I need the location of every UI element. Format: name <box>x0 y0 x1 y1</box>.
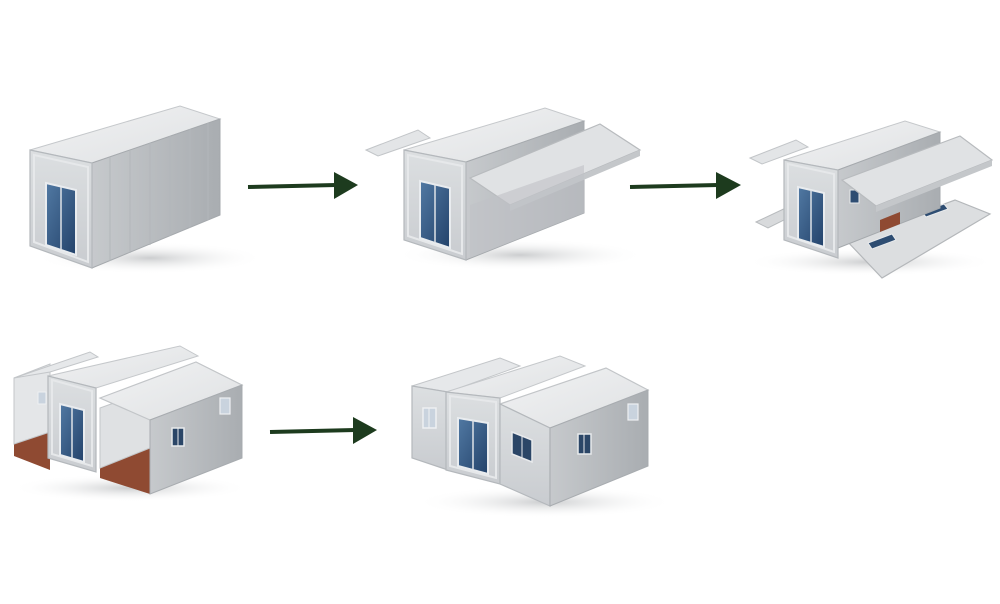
left-roof-flap <box>748 139 810 165</box>
right-wing-side-wall <box>549 389 649 507</box>
right-arrow-icon <box>247 172 358 199</box>
front-frame <box>449 394 497 480</box>
glass-door-icon <box>59 402 85 464</box>
right-arrow-icon <box>629 172 741 199</box>
window-icon <box>511 430 533 464</box>
left-roof-flap <box>364 129 432 157</box>
glass-door-icon <box>797 185 825 249</box>
window-icon <box>422 407 437 429</box>
right-room-side-wall <box>149 384 243 495</box>
window-icon <box>867 233 897 250</box>
step-3-panels-unfolded <box>745 120 995 279</box>
window-icon <box>577 433 592 455</box>
glass-door-icon <box>457 416 489 476</box>
step-1-folded-container <box>29 105 265 274</box>
shadow <box>10 474 250 502</box>
left-room-roof <box>13 351 100 379</box>
side-wall-ribs <box>109 123 209 261</box>
raised-panel-edge <box>876 160 992 212</box>
front-frame <box>787 162 835 254</box>
front-frame <box>33 153 89 264</box>
lower-folded-panel <box>470 165 584 258</box>
front-frame <box>51 378 93 468</box>
step-5-fully-expanded <box>411 355 675 518</box>
glass-door-icon <box>45 181 77 257</box>
step-4-walls-raising <box>10 345 250 502</box>
right-room-floor <box>100 448 150 494</box>
window-icon <box>627 403 639 421</box>
right-arrow-icon <box>269 417 377 444</box>
window-icon <box>171 427 185 447</box>
front-frame <box>407 153 463 256</box>
glass-door-icon <box>419 179 451 250</box>
interior-floor <box>880 212 900 232</box>
window-icon <box>37 391 47 405</box>
step-2-roof-unfolding <box>364 107 645 271</box>
window-icon <box>219 397 231 415</box>
